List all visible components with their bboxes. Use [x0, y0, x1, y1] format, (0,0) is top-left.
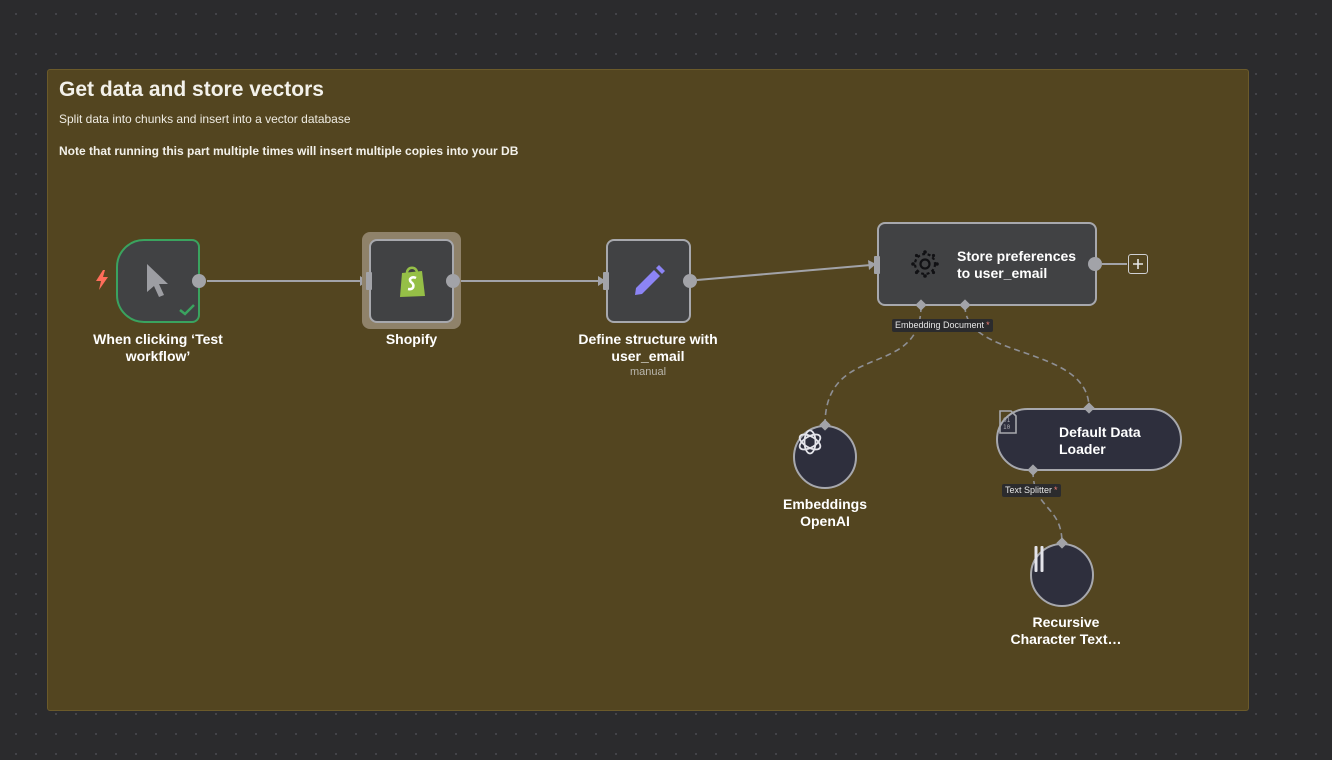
store-preferences-node[interactable]: Store preferences to user_email	[877, 222, 1097, 306]
define-input-port[interactable]	[603, 272, 609, 290]
shopify-output-port[interactable]	[446, 274, 460, 288]
pencil-icon	[634, 265, 665, 295]
sticky-note-warning: Note that running this part multiple tim…	[59, 144, 519, 158]
sticky-note[interactable]: Get data and store vectors Split data in…	[47, 69, 1249, 711]
embedding-document-label: Embedding Document	[895, 320, 985, 330]
define-output-port[interactable]	[683, 274, 697, 288]
trigger-bolt-icon	[96, 270, 108, 290]
sticky-note-title: Get data and store vectors	[59, 78, 324, 101]
shopify-node-label: Shopify	[385, 331, 438, 347]
loader-node-label: Default Data Loader	[1059, 424, 1141, 457]
edge-arrowhead	[868, 260, 876, 270]
required-mark: *	[986, 320, 990, 330]
required-mark: *	[1054, 485, 1058, 495]
binary-file-icon: 01 10	[999, 410, 1017, 434]
default-data-loader-node[interactable]: 01 10 Default Data Loader	[996, 408, 1182, 471]
embeddings-node-label: Embeddings OpenAI	[782, 496, 867, 529]
store-input-port[interactable]	[874, 256, 880, 274]
shopify-node[interactable]	[369, 239, 454, 323]
add-node-button[interactable]	[1128, 254, 1148, 274]
embeddings-openai-node[interactable]	[793, 425, 857, 489]
openai-icon	[798, 429, 822, 455]
edge-arrowhead	[598, 276, 606, 286]
trigger-node-label: When clicking ‘Test workflow’	[93, 331, 223, 364]
shopify-icon	[399, 266, 425, 297]
store-output-port[interactable]	[1088, 257, 1102, 271]
mouse-pointer-icon	[147, 264, 168, 297]
edge-store-loader[interactable]	[964, 305, 1090, 409]
trigger-node[interactable]	[116, 239, 200, 323]
text-splitter-label: Text Splitter	[1005, 485, 1053, 495]
trigger-output-port[interactable]	[192, 274, 206, 288]
sticky-note-subtitle: Split data into chunks and insert into a…	[59, 112, 351, 126]
svg-text:01: 01	[1003, 417, 1011, 424]
define-structure-node[interactable]	[606, 239, 691, 323]
plus-icon	[1133, 259, 1143, 269]
edge-define-store[interactable]	[696, 264, 872, 281]
success-check-icon	[179, 304, 195, 316]
svg-text:10: 10	[1003, 424, 1011, 431]
text-splitter-icon	[1034, 546, 1044, 572]
store-node-label: Store preferences to user_email	[957, 248, 1077, 281]
embedding-document-tag: Embedding Document*	[892, 319, 993, 332]
pinecone-icon	[911, 250, 939, 278]
shopify-input-port[interactable]	[366, 272, 372, 290]
recursive-text-splitter-node[interactable]	[1030, 543, 1094, 607]
splitter-node-label: Recursive Character Text…	[1010, 614, 1122, 647]
text-splitter-tag: Text Splitter*	[1002, 484, 1061, 497]
define-node-label: Define structure with user_email	[578, 331, 718, 364]
define-node-sublabel: manual	[629, 366, 667, 378]
edge-loader-splitter[interactable]	[1032, 470, 1063, 544]
